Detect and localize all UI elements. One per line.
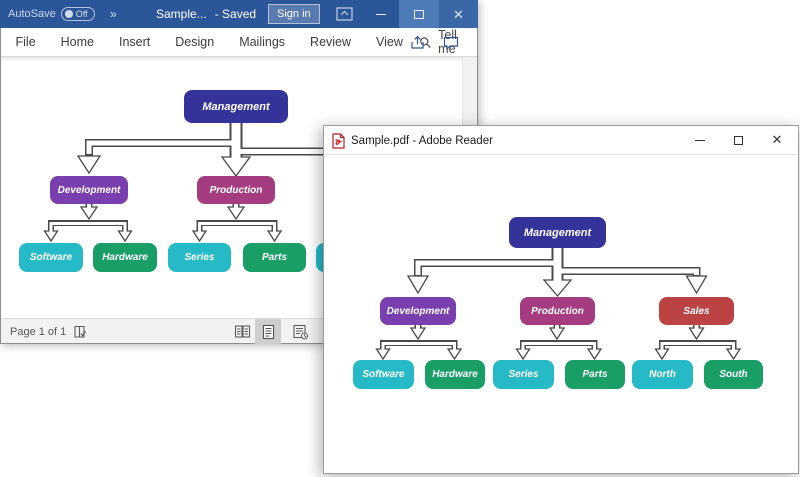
print-layout-icon bbox=[262, 324, 274, 339]
pdf-page: Management Development Production Sales … bbox=[324, 155, 798, 473]
adobe-title-bar[interactable]: Sample.pdf - Adobe Reader ✕ bbox=[324, 126, 798, 155]
autosave-state: Off bbox=[75, 9, 88, 19]
adobe-close-button[interactable]: ✕ bbox=[761, 126, 793, 154]
org-node-development[interactable]: Development bbox=[50, 176, 128, 204]
adobe-minimize-button[interactable] bbox=[684, 126, 716, 154]
pdf-org-node-south: South bbox=[704, 360, 763, 389]
autosave-label: AutoSave bbox=[8, 8, 56, 20]
proofing-book-icon bbox=[74, 325, 87, 338]
save-status: - Saved bbox=[214, 7, 257, 21]
pdf-org-node-development: Development bbox=[380, 297, 456, 325]
close-icon: ✕ bbox=[453, 6, 464, 22]
tab-design[interactable]: Design bbox=[175, 35, 215, 49]
pdf-org-node-north: North bbox=[632, 360, 693, 389]
pdf-org-node-production: Production bbox=[520, 297, 595, 325]
web-layout-button[interactable] bbox=[287, 319, 313, 344]
pdf-file-icon bbox=[331, 133, 346, 154]
sign-in-button[interactable]: Sign in bbox=[268, 4, 320, 24]
word-org-chart-connectors bbox=[43, 122, 341, 243]
comments-button[interactable] bbox=[439, 28, 463, 57]
comment-icon bbox=[443, 36, 459, 50]
minimize-icon bbox=[695, 139, 705, 141]
org-node-hardware[interactable]: Hardware bbox=[93, 243, 157, 272]
ribbon-display-options-icon[interactable] bbox=[336, 7, 353, 21]
maximize-icon bbox=[414, 9, 424, 19]
tab-view[interactable]: View bbox=[376, 35, 403, 49]
adobe-maximize-button[interactable] bbox=[722, 126, 754, 154]
read-mode-icon bbox=[234, 325, 250, 338]
word-ribbon-tabs: File Home Insert Design Mailings Review … bbox=[1, 28, 477, 57]
autosave-control: AutoSave Off bbox=[8, 0, 95, 28]
autosave-toggle[interactable]: Off bbox=[60, 7, 95, 21]
word-title-bar[interactable]: AutoSave Off » Sample... - Saved Sign in… bbox=[0, 0, 478, 28]
tab-insert[interactable]: Insert bbox=[119, 35, 151, 49]
org-node-software[interactable]: Software bbox=[19, 243, 83, 272]
share-button[interactable] bbox=[406, 28, 430, 57]
adobe-reader-window: Sample.pdf - Adobe Reader ✕ bbox=[323, 125, 799, 474]
close-icon: ✕ bbox=[771, 132, 783, 147]
tab-home[interactable]: Home bbox=[60, 35, 94, 49]
org-node-series[interactable]: Series bbox=[168, 243, 231, 272]
search-icon bbox=[420, 36, 432, 48]
adobe-window-title: Sample.pdf - Adobe Reader bbox=[351, 134, 493, 147]
web-layout-icon bbox=[292, 324, 308, 339]
share-icon bbox=[411, 35, 424, 49]
read-mode-button[interactable] bbox=[229, 319, 255, 344]
tab-file[interactable]: File bbox=[15, 35, 36, 49]
org-node-parts[interactable]: Parts bbox=[243, 243, 306, 272]
pdf-org-node-software: Software bbox=[353, 360, 414, 389]
proofing-status-button[interactable] bbox=[67, 319, 93, 344]
minimize-icon bbox=[375, 13, 386, 15]
pdf-org-node-sales: Sales bbox=[659, 297, 734, 325]
tab-review[interactable]: Review bbox=[310, 35, 352, 49]
tab-mailings[interactable]: Mailings bbox=[239, 35, 286, 49]
maximize-icon bbox=[733, 135, 743, 145]
pdf-org-node-series: Series bbox=[493, 360, 554, 389]
pdf-org-chart-connectors bbox=[375, 247, 742, 361]
word-document-title: Sample... - Saved bbox=[156, 0, 256, 28]
word-maximize-button[interactable] bbox=[399, 0, 439, 28]
print-layout-button[interactable] bbox=[255, 319, 281, 344]
page-indicator[interactable]: Page 1 of 1 bbox=[10, 325, 67, 338]
pdf-org-node-management: Management bbox=[509, 217, 606, 248]
org-node-management[interactable]: Management bbox=[184, 90, 288, 123]
org-node-production[interactable]: Production bbox=[197, 176, 275, 204]
qat-customize-icon[interactable]: » bbox=[110, 7, 117, 21]
toggle-knob-icon bbox=[64, 10, 73, 18]
pdf-org-node-parts: Parts bbox=[565, 360, 625, 389]
pdf-org-node-hardware: Hardware bbox=[425, 360, 485, 389]
word-minimize-button[interactable] bbox=[362, 0, 399, 28]
word-close-button[interactable]: ✕ bbox=[439, 0, 478, 28]
doc-title: Sample... bbox=[156, 7, 207, 21]
